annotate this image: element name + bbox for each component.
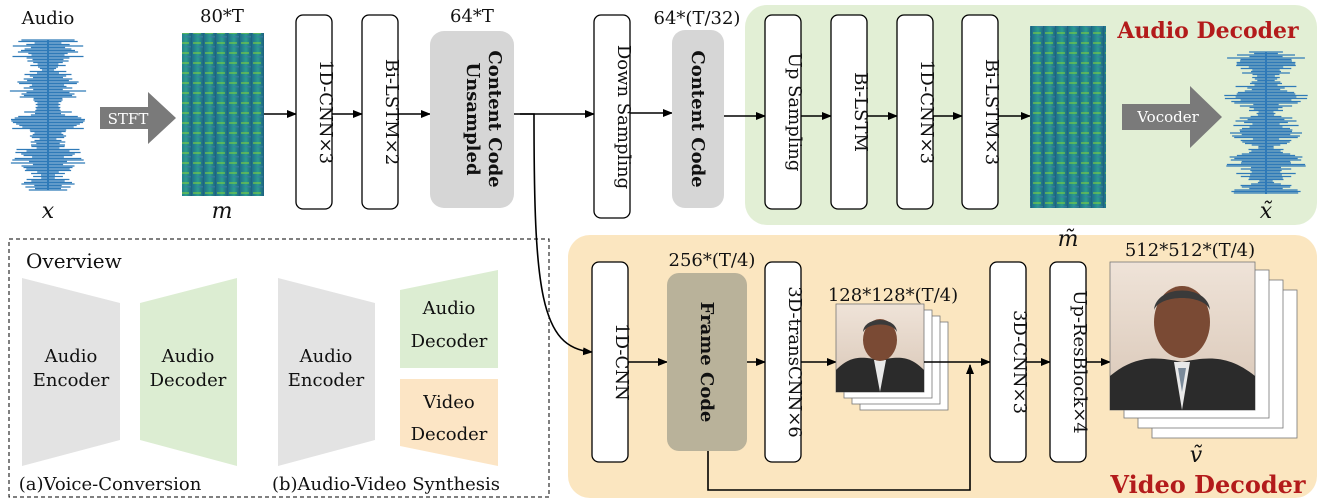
audio-input-label: Audio xyxy=(21,8,75,29)
overview-a-encoder-line2: Encoder xyxy=(33,370,110,391)
decoder-bilstm3-label: Bi-LSTM×3 xyxy=(981,59,1002,165)
overview-b-video-decoder-line1: Video xyxy=(422,392,474,413)
encoder-conv-label: 1D-CNN×3 xyxy=(315,60,336,164)
overview-box xyxy=(8,238,550,498)
frame-code-block xyxy=(667,273,747,451)
overview-b-audio-decoder-line1: Audio xyxy=(422,298,476,319)
decoder-bilstm-block xyxy=(830,14,868,210)
upsampling-label: Up Sampling xyxy=(784,53,805,172)
mel-symbol: m xyxy=(212,199,233,224)
overview-b-encoder xyxy=(278,278,375,466)
reconstructed-mel-spectrogram xyxy=(1030,26,1106,208)
transcnn-label: 3D-transCNN×6 xyxy=(784,286,805,438)
mel-spectrogram xyxy=(182,33,264,196)
unsampled-dim-label: 64*T xyxy=(450,6,494,27)
vocoder-arrow xyxy=(1122,86,1222,148)
decoder-bilstm-label: Bi-LSTM xyxy=(850,72,871,152)
overview-a-caption: (a)Voice-Conversion xyxy=(19,474,202,495)
big-frame-dim-label: 512*512*(T/4) xyxy=(1125,240,1255,261)
unsampled-content-code-block xyxy=(430,31,514,208)
audio-decoder-title: Audio Decoder xyxy=(1116,18,1299,44)
video-decoder-title: Video Decoder xyxy=(1109,470,1305,499)
output-waveform xyxy=(1224,51,1308,194)
content-code-label: Content Code xyxy=(687,50,708,187)
overview-b-encoder-line2: Encoder xyxy=(288,370,365,391)
decoder-conv-block xyxy=(896,14,934,210)
overview-a-decoder-line2: Decoder xyxy=(150,370,227,391)
overview-b-audio-decoder xyxy=(400,270,498,368)
content-code-block xyxy=(672,30,724,208)
input-symbol: x xyxy=(42,199,55,224)
upsampling-block xyxy=(764,14,802,210)
overview-b-encoder-line1: Audio xyxy=(299,346,353,367)
video-branch-arrow xyxy=(520,113,593,356)
overview-a-decoder xyxy=(140,278,237,466)
decoder-conv-label: 1D-CNN×3 xyxy=(916,60,937,164)
encoder-lstm-block xyxy=(361,14,399,210)
downsampling-label: Down Sampling xyxy=(613,45,634,189)
reconstructed-mel-symbol: m̃ xyxy=(1058,227,1079,252)
overview-b-video-decoder-line2: Decoder xyxy=(411,424,488,445)
video-output-symbol: ṽ xyxy=(1190,443,1203,468)
downsampling-block xyxy=(593,14,631,219)
stft-arrow xyxy=(100,92,176,144)
upresblock-label: Up-ResBlock×4 xyxy=(1069,290,1090,434)
stft-label: STFT xyxy=(108,110,149,128)
video-conv1d-label: 1D-CNN xyxy=(611,323,632,401)
unsampled-label-line2: Content Code xyxy=(484,50,505,187)
overview-b-caption: (b)Audio-Video Synthesis xyxy=(272,474,500,495)
overview-title: Overview xyxy=(26,249,122,273)
decoder-bilstm3-block xyxy=(961,14,999,210)
overview-a-encoder-line1: Audio xyxy=(44,346,98,367)
small-frame-stack xyxy=(835,303,949,411)
overview-b-video-decoder xyxy=(400,379,498,466)
small-frame-dim-label: 128*128*(T/4) xyxy=(828,285,958,306)
input-waveform xyxy=(9,39,87,191)
content-dim-label: 64*(T/32) xyxy=(654,8,741,29)
encoder-lstm-label: Bi-LSTM×2 xyxy=(381,59,402,165)
encoder-conv-block xyxy=(295,14,333,210)
mel-dim-label: 80*T xyxy=(200,6,244,27)
output-symbol: x̃ xyxy=(1260,199,1273,224)
large-frame-stack xyxy=(1109,261,1298,439)
overview-a-decoder-line1: Audio xyxy=(161,346,215,367)
overview-a-encoder xyxy=(22,278,120,466)
frame-code-skip-arrow xyxy=(707,364,974,491)
unsampled-label-line1: Unsampled xyxy=(462,62,483,176)
overview-b-audio-decoder-line2: Decoder xyxy=(411,331,488,352)
frame-code-label: Frame Code xyxy=(696,302,717,423)
conv3d-label: 3D-CNN×3 xyxy=(1009,310,1030,414)
frame-dim-label: 256*(T/4) xyxy=(669,250,756,271)
vocoder-label: Vocoder xyxy=(1136,108,1199,126)
